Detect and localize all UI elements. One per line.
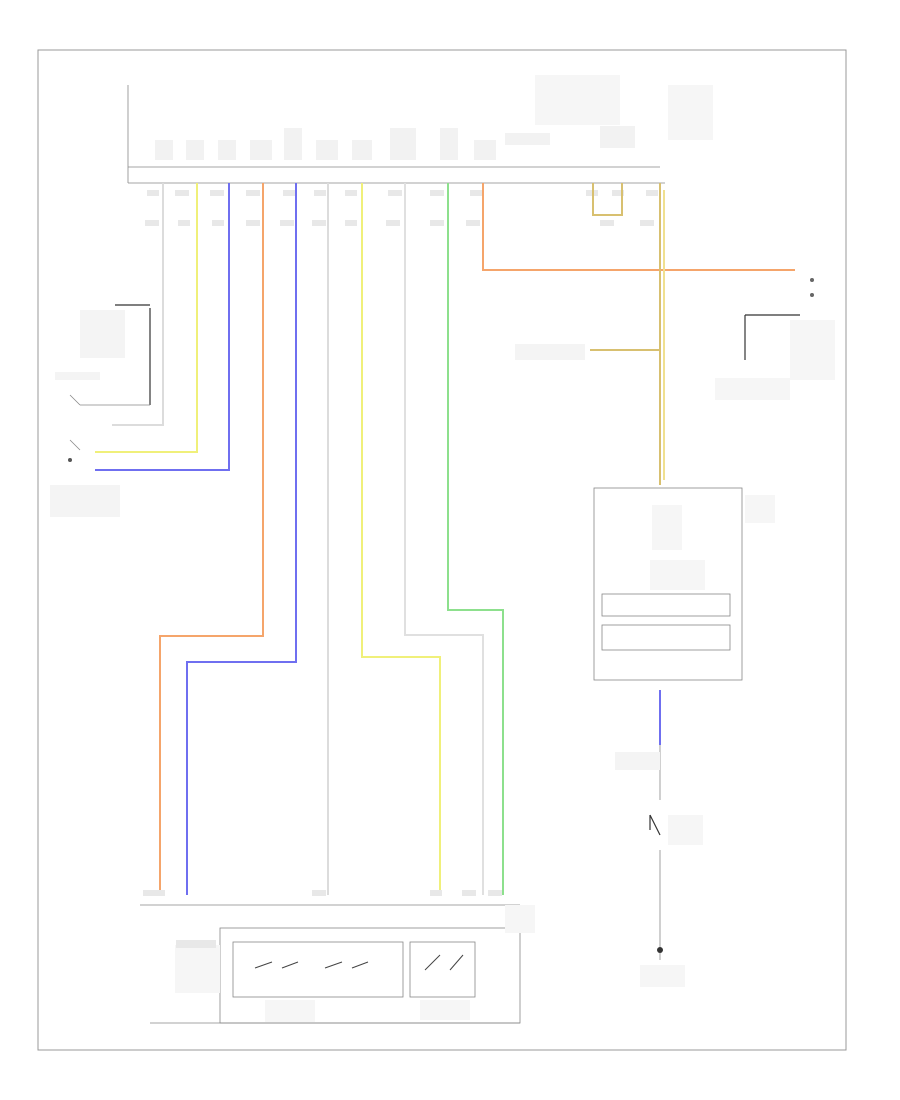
connector-pin-labels: [155, 75, 713, 160]
wire-olive-1: [592, 183, 623, 216]
wire-olive-main: [659, 183, 665, 485]
wire-green-1: [447, 183, 504, 895]
wire-yellow-1: [95, 183, 198, 453]
right-lower-switch: [615, 745, 703, 960]
wire-blue-2: [186, 183, 297, 895]
left-switch-assembly: [50, 304, 151, 517]
diagram-frame: [37, 49, 847, 1051]
wire-gray-3: [404, 183, 484, 895]
wire-orange-1: [159, 183, 264, 895]
branch-connector-label: [515, 344, 585, 360]
right-top-terminal: [715, 278, 835, 400]
switch-contacts: [254, 954, 464, 971]
wire-code-row-2: [145, 220, 654, 226]
right-control-module: [593, 487, 775, 681]
wire-blue-1: [95, 183, 230, 471]
wire-code-row-1: [147, 190, 658, 196]
wire-orange-2: [482, 183, 795, 271]
ground-point: [640, 947, 685, 987]
wire-gray-1: [112, 183, 164, 426]
wire-yellow-2: [361, 183, 441, 895]
top-connector-block: [127, 75, 713, 226]
bottom-switch-module: [140, 904, 535, 1024]
wire-code-row-bottom: [143, 890, 502, 896]
